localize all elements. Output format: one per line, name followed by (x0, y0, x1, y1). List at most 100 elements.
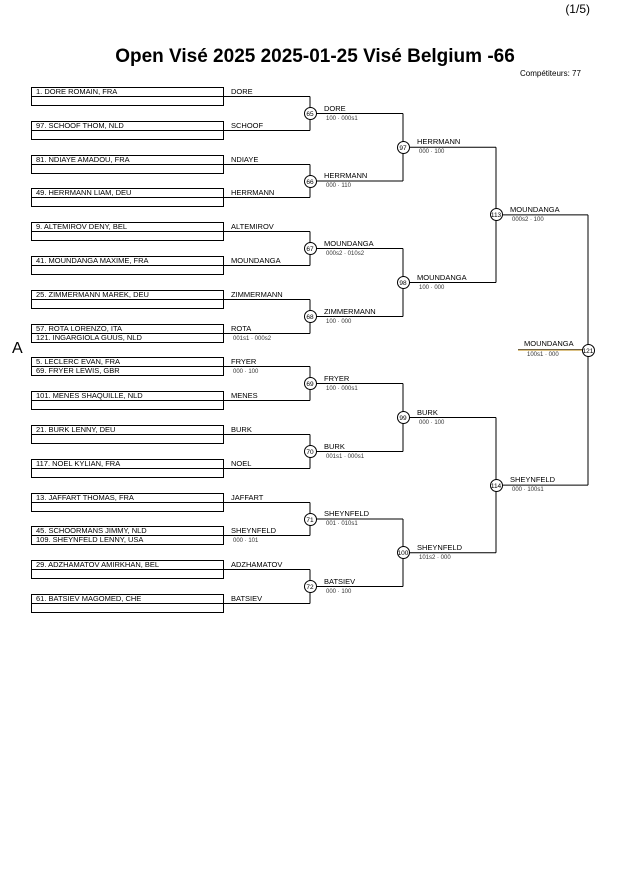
entry-divider (32, 96, 223, 97)
match-number-circle: 70 (303, 445, 317, 458)
entry-name: 25. ZIMMERMANN MAREK, DEU (36, 290, 149, 299)
round3-score: 100 · 000 (419, 284, 445, 291)
round1-name: BATSIEV (231, 593, 263, 603)
round1-name: DORE (231, 86, 253, 96)
round1-name: SHEYNFELD (231, 525, 277, 535)
entry-name-secondary: 121. INGARGIOLA GUUS, NLD (36, 333, 142, 342)
entry-name: 57. ROTA LORENZO, ITA (36, 324, 122, 333)
entry-name-secondary: 109. SHEYNFELD LENNY, USA (36, 535, 144, 544)
match-number-circle: 71 (303, 512, 317, 526)
round4-name: MOUNDANGA (510, 204, 560, 214)
round3-name: MOUNDANGA (417, 272, 467, 282)
entry-name: 1. DORE ROMAIN, FRA (36, 87, 118, 96)
round4-score: 000s2 · 100 (512, 216, 544, 223)
round1-score: 000 · 100 (233, 368, 259, 375)
round4-score: 000 · 100s1 (512, 487, 544, 494)
page-title: Open Visé 2025 2025-01-25 Visé Belgium -… (115, 46, 515, 67)
round1-name: MOUNDANGA (231, 255, 281, 265)
entry-divider (32, 569, 223, 570)
match-number-circle: 99 (396, 411, 410, 424)
entry-name: 49. HERRMANN LIAM, DEU (36, 188, 132, 197)
round2-score: 001 · 010s1 (326, 521, 358, 527)
entry-box (31, 290, 224, 309)
round1-name: ALTEMIROV (231, 221, 274, 231)
round2-score: 000 · 110 (326, 183, 351, 189)
round1-name: BURK (231, 424, 252, 434)
round2-score: 001s1 · 000s1 (326, 453, 365, 460)
match-number-circle: 65 (303, 107, 317, 120)
round3-name: SHEYNFELD (417, 542, 463, 552)
match-number-circle: 113 (489, 208, 503, 222)
round3-name: HERRMANN (417, 137, 461, 147)
entry-box (31, 560, 224, 579)
entry-box (31, 357, 224, 376)
entry-divider (32, 603, 223, 604)
entry-name: 101. MENES SHAQUILLE, NLD (36, 391, 143, 400)
entry-name: 41. MOUNDANGA MAXIME, FRA (36, 256, 149, 265)
entry-box (31, 391, 224, 410)
round1-name: ADZHAMATOV (231, 559, 283, 569)
round1-name: SCHOOF (231, 120, 264, 130)
page-number: (1/5) (565, 2, 590, 16)
round2-name: DORE (324, 103, 346, 113)
entry-box (31, 222, 224, 241)
entry-box (31, 188, 224, 207)
match-number-circle: 100 (396, 546, 410, 560)
entry-name: 13. JAFFART THOMAS, FRA (36, 493, 134, 502)
entry-divider (32, 197, 223, 198)
round1-score: 000 · 101 (233, 537, 259, 544)
round3-score: 000 · 100 (419, 419, 445, 426)
match-number-circle: 97 (396, 140, 410, 154)
match-number-circle: 98 (396, 276, 410, 289)
entry-name: 29. ADZHAMATOV AMIRKHAN, BEL (36, 560, 160, 569)
match-number-circle: 69 (303, 377, 317, 390)
entry-divider (32, 468, 223, 469)
final-score: 100s1 · 000 (527, 352, 559, 358)
entry-name: 9. ALTEMIROV DENY, BEL (36, 222, 128, 231)
entry-divider (32, 535, 223, 536)
round2-name: MOUNDANGA (324, 238, 374, 248)
round1-name: ZIMMERMANN (231, 289, 283, 299)
entry-divider (32, 265, 223, 266)
match-number-circle: 114 (489, 478, 503, 492)
entry-box (31, 324, 224, 343)
round2-score: 100 · 000s1 (326, 115, 358, 122)
round2-score: 100 · 000 (326, 318, 352, 325)
competitor-count: Compétiteurs: 77 (520, 69, 581, 78)
entry-divider (32, 400, 223, 401)
round2-name: ZIMMERMANN (324, 306, 376, 316)
entry-box (31, 425, 224, 444)
round1-name: NOEL (231, 458, 252, 468)
round1-name: HERRMANN (231, 187, 275, 197)
entry-box (31, 121, 224, 140)
entry-name: 21. BURK LENNY, DEU (36, 425, 116, 434)
entry-divider (32, 299, 223, 300)
final-winner-name: MOUNDANGA (524, 339, 574, 348)
match-number-circle: 121 (581, 343, 595, 357)
entry-box (31, 493, 224, 512)
entry-divider (32, 333, 223, 334)
round3-name: BURK (417, 407, 438, 417)
entry-box (31, 594, 224, 613)
round2-score: 100 · 000s1 (326, 385, 358, 392)
entry-box (31, 87, 224, 106)
entry-name: 61. BATSIEV MAGOMED, CHE (36, 594, 142, 603)
round2-name: SHEYNFELD (324, 509, 370, 518)
entry-divider (32, 366, 223, 367)
entry-name: 45. SCHOORMANS JIMMY, NLD (36, 526, 147, 535)
round1-name: MENES (231, 390, 258, 400)
match-number-circle: 67 (303, 242, 317, 255)
entry-name-secondary: 69. FRYER LEWIS, GBR (36, 366, 120, 375)
entry-name: 117. NOEL KYLIAN, FRA (36, 459, 121, 468)
match-number-circle: 68 (303, 310, 317, 323)
round2-name: HERRMANN (324, 171, 368, 180)
round2-name: BURK (324, 441, 345, 451)
entry-box (31, 526, 224, 545)
round1-name: NDIAYE (231, 154, 259, 164)
entry-box (31, 459, 224, 478)
round1-score: 001s1 · 000s2 (233, 335, 272, 342)
round1-name: FRYER (231, 356, 257, 366)
round1-name: ROTA (231, 323, 252, 333)
match-number-circle: 66 (303, 174, 317, 188)
